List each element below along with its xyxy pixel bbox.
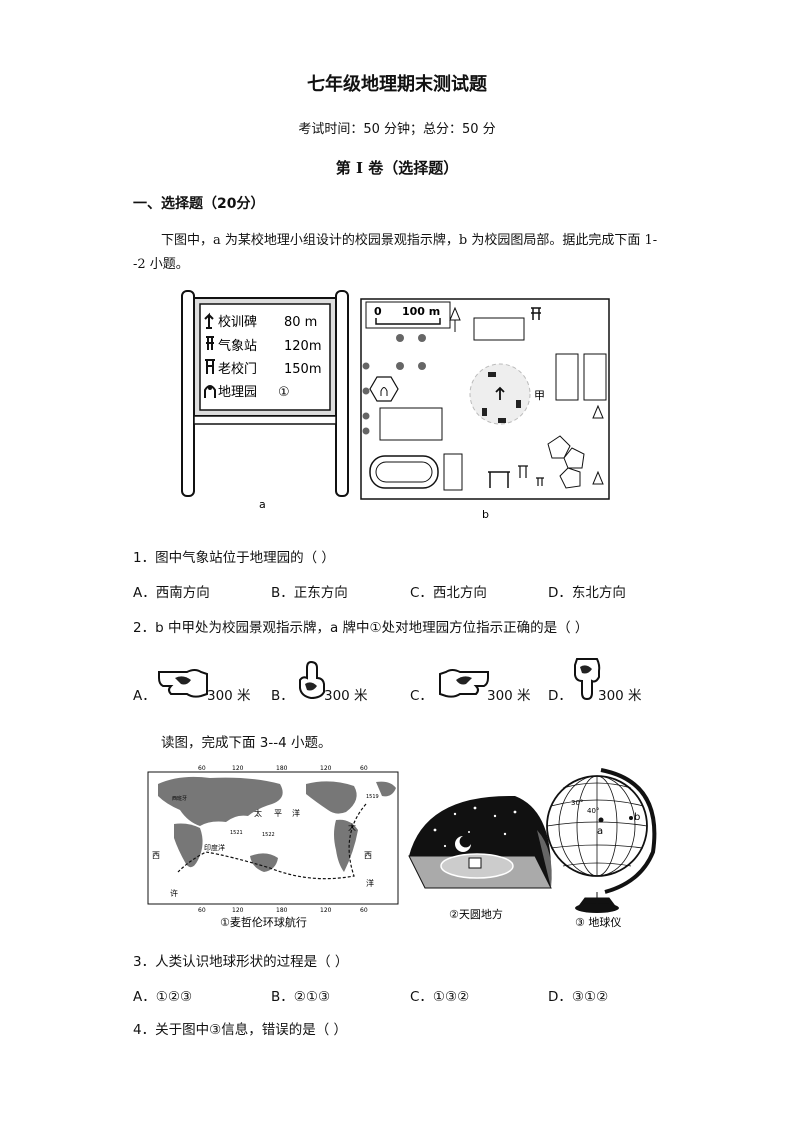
globe-grid <box>546 775 648 877</box>
svg-text:180: 180 <box>276 765 288 772</box>
geography-garden <box>369 376 399 402</box>
q3-option-d[interactable]: D．③①② <box>548 989 609 1005</box>
svg-text:120: 120 <box>320 765 332 772</box>
q2-option-b-dist: 300 米 <box>324 688 368 704</box>
hand-pointing-right-icon <box>439 669 489 698</box>
svg-text:平: 平 <box>274 809 282 818</box>
svg-text:西班牙: 西班牙 <box>172 795 187 802</box>
q2-option-a-dist: 300 米 <box>207 688 251 704</box>
svg-text:大: 大 <box>348 822 356 832</box>
svg-text:40°: 40° <box>587 807 599 815</box>
q1-option-a[interactable]: A．西南方向 <box>133 585 210 601</box>
sign-dist-2: 120m <box>284 339 321 354</box>
q2-option-c-letter[interactable]: C． <box>410 688 433 704</box>
svg-text:1522: 1522 <box>262 832 275 838</box>
scale-bar <box>375 318 441 325</box>
svg-text:60: 60 <box>198 907 206 914</box>
q1-option-c[interactable]: C．西北方向 <box>410 585 487 601</box>
svg-text:太: 太 <box>254 808 262 818</box>
sign-name-1: 校训碑 <box>218 314 257 330</box>
svg-text:120: 120 <box>232 765 244 772</box>
q1-option-d[interactable]: D．东北方向 <box>548 585 626 601</box>
question-1: 1．图中气象站位于地理园的（ ） <box>133 550 335 566</box>
hand-pointing-left-icon <box>158 669 208 698</box>
question-2: 2．b 中甲处为校园景观指示牌，a 牌中①处对地理园方位指示正确的是（ ） <box>133 620 589 636</box>
continents <box>158 776 396 872</box>
sign-name-4: 地理园 <box>218 385 257 400</box>
figure-a-signboard: 校训碑 80 m 气象站 120m 老校门 150m 地理园 ① a <box>181 290 349 511</box>
volume-heading: 第 I 卷（选择题） <box>335 159 459 177</box>
svg-text:120: 120 <box>320 907 332 914</box>
sign-name-3: 老校门 <box>218 361 257 377</box>
svg-text:30°: 30° <box>571 799 583 807</box>
svg-text:西: 西 <box>364 851 372 860</box>
svg-text:180: 180 <box>276 907 288 914</box>
scale-distance: 100 m <box>402 305 440 318</box>
svg-text:120: 120 <box>232 907 244 914</box>
question-3: 3．人类认识地球形状的过程是（ ） <box>133 954 349 970</box>
page-title: 七年级地理期末测试题 <box>307 74 487 95</box>
tree-icon <box>449 306 461 332</box>
q2-option-b-letter[interactable]: B． <box>271 688 294 704</box>
svg-text:洋: 洋 <box>292 808 300 818</box>
svg-text:60: 60 <box>360 907 368 914</box>
weather-station-icon-map <box>531 307 541 320</box>
caption-3: ③ 地球仪 <box>575 915 621 929</box>
marker-jia: 甲 <box>534 389 545 402</box>
garden-icon <box>204 385 216 398</box>
q1-option-b[interactable]: B．正东方向 <box>271 585 348 601</box>
svg-text:60: 60 <box>360 765 368 772</box>
globe-point-a: a <box>597 826 603 837</box>
monument-icon <box>204 312 214 329</box>
stars <box>433 806 517 848</box>
figure-a-label: a <box>259 498 266 511</box>
q2-option-c-dist: 300 米 <box>487 688 531 704</box>
exam-info: 考试时间：50 分钟；总分：50 分 <box>298 122 496 137</box>
figure-2-dome: ②天圆地方 <box>408 795 552 921</box>
weather-station-icon <box>206 336 214 350</box>
hand-pointing-up-icon <box>299 660 325 700</box>
q3-option-b[interactable]: B．②①③ <box>271 989 331 1005</box>
svg-text:1521: 1521 <box>230 830 243 836</box>
section-heading: 一、选择题（20分） <box>133 196 265 212</box>
intro-paragraph: 下图中，a 为某校地理小组设计的校园景观指示牌，b 为校园图局部。据此完成下面 … <box>133 233 658 272</box>
read-instruction: 读图，完成下面 3--4 小题。 <box>161 735 332 751</box>
caption-1: ①麦哲伦环球航行 <box>220 915 307 929</box>
sign-dist-3: 150m <box>284 362 321 377</box>
sign-dist-4: ① <box>278 385 290 400</box>
q3-option-a[interactable]: A．①②③ <box>133 989 193 1005</box>
question-4: 4．关于图中③信息，错误的是（ ） <box>133 1022 347 1038</box>
svg-text:60: 60 <box>198 765 206 772</box>
svg-text:西: 西 <box>152 851 160 860</box>
q2-option-d-dist: 300 米 <box>598 688 642 704</box>
q3-option-c[interactable]: C．①③② <box>410 989 470 1005</box>
figure-b-label: b <box>482 508 489 521</box>
q2-option-a-letter[interactable]: A． <box>133 688 156 704</box>
q2-option-d-letter[interactable]: D． <box>548 688 572 704</box>
voyage-route <box>177 803 367 880</box>
svg-text:印度洋: 印度洋 <box>204 843 225 852</box>
figure-3-globe: 30° 40° a b ③ 地球仪 <box>546 768 657 929</box>
hand-pointing-down-icon <box>574 658 601 701</box>
sign-dist-1: 80 m <box>284 315 317 330</box>
svg-text:许: 许 <box>170 888 178 898</box>
svg-text:洋: 洋 <box>366 878 374 888</box>
gate-icon <box>205 359 215 374</box>
globe-point-b: b <box>634 812 640 823</box>
tree-row-top <box>362 334 426 435</box>
figure-b-campus-map: 0 100 m 甲 b <box>360 298 610 521</box>
monument-circle <box>469 363 531 425</box>
svg-text:1519: 1519 <box>366 794 379 800</box>
scale-zero: 0 <box>374 305 382 318</box>
caption-2: ②天圆地方 <box>449 907 503 921</box>
sign-name-2: 气象站 <box>218 338 257 354</box>
figure-1-magellan-map: 60 120 180 120 60 60 120 180 120 60 西班牙 … <box>147 765 399 929</box>
